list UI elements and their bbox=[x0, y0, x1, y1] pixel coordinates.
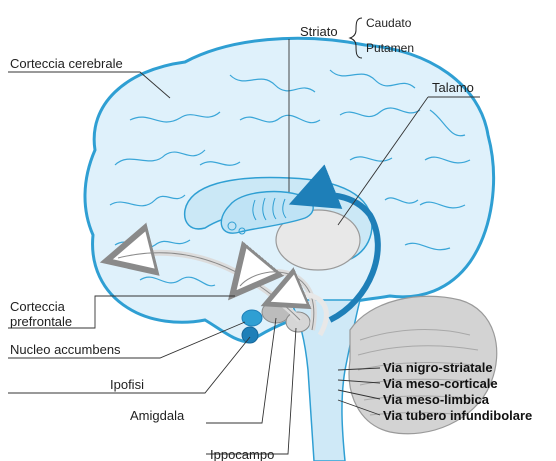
label-nucleus-accumbens: Nucleo accumbens bbox=[10, 342, 121, 357]
label-prefrontal-line1: Corteccia bbox=[10, 299, 66, 314]
label-caudate: Caudato bbox=[366, 16, 412, 30]
label-pathway-mesocortical: Via meso-corticale bbox=[383, 376, 498, 391]
label-pathway-nigrostriatal: Via nigro-striatale bbox=[383, 360, 493, 375]
label-pathway-tuberoinfundibular: Via tubero infundibolare bbox=[383, 408, 532, 423]
label-thalamus: Talamo bbox=[432, 80, 474, 95]
label-cerebral-cortex: Corteccia cerebrale bbox=[10, 56, 123, 71]
label-prefrontal-line2: prefrontale bbox=[10, 314, 72, 329]
label-putamen: Putamen bbox=[366, 41, 414, 55]
pituitary bbox=[242, 327, 258, 343]
label-amygdala: Amigdala bbox=[130, 408, 185, 423]
label-striatum: Striato bbox=[300, 24, 338, 39]
label-hippocampus: Ippocampo bbox=[210, 447, 274, 461]
label-pituitary: Ipofisi bbox=[110, 377, 144, 392]
label-pathway-mesolimbic: Via meso-limbica bbox=[383, 392, 490, 407]
nucleus-accumbens bbox=[242, 310, 262, 326]
